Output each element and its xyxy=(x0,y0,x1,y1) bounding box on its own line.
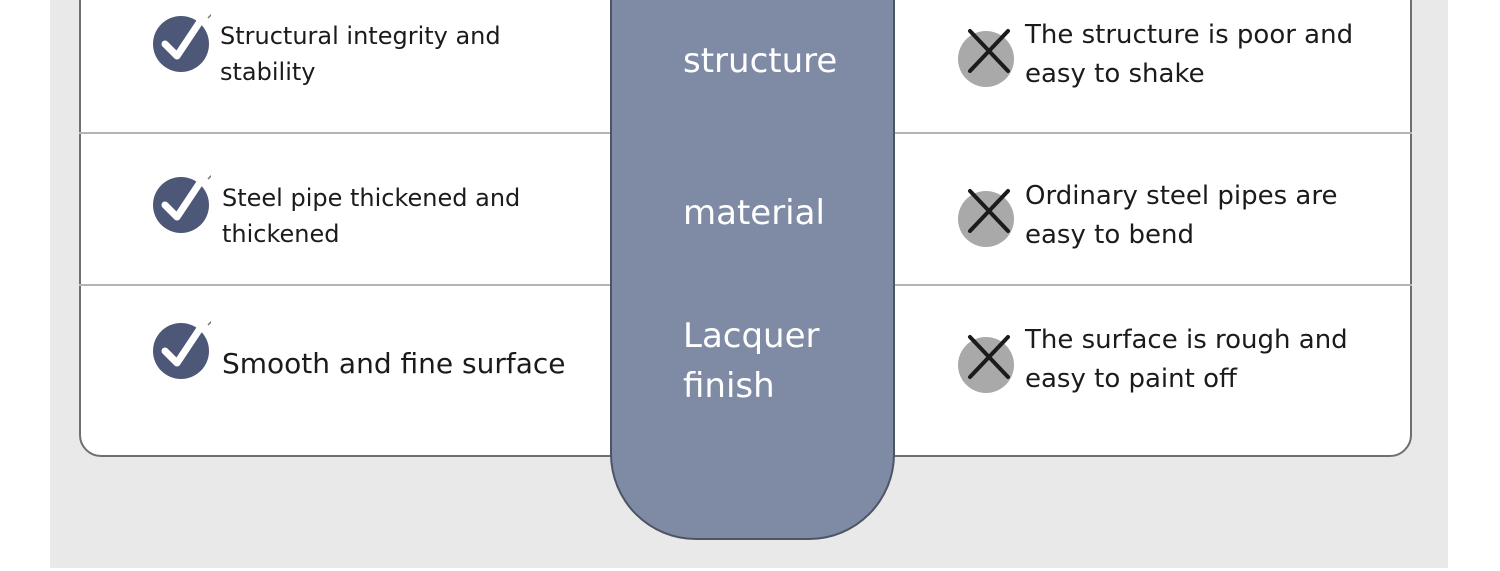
cross-icon xyxy=(958,29,1014,87)
pro-line: Steel pipe thickened and xyxy=(222,184,521,212)
cross-icon xyxy=(958,189,1014,247)
con-line: Ordinary steel pipes are xyxy=(1025,181,1338,211)
con-line: The structure is poor and xyxy=(1025,20,1354,50)
cross-icon xyxy=(958,335,1014,393)
pro-line: Smooth and fine surface xyxy=(222,347,566,380)
con-text: Ordinary steel pipes are easy to bend xyxy=(1025,177,1337,255)
pro-line: stability xyxy=(220,58,316,86)
pro-text: Smooth and fine surface xyxy=(222,346,566,382)
category-label: material xyxy=(683,193,825,233)
check-icon xyxy=(153,321,211,379)
category-column xyxy=(610,0,895,540)
con-text: The surface is rough and easy to paint o… xyxy=(1025,321,1348,399)
con-text: The structure is poor and easy to shake xyxy=(1025,16,1353,94)
pro-line: thickened xyxy=(222,220,340,248)
con-line: easy to shake xyxy=(1025,59,1205,89)
check-icon xyxy=(153,14,211,72)
con-line: The surface is rough and xyxy=(1025,325,1348,355)
pro-text: Steel pipe thickened and thickened xyxy=(222,180,520,252)
con-line: easy to paint off xyxy=(1025,364,1237,394)
con-line: easy to bend xyxy=(1025,220,1194,250)
pro-text: Structural integrity and stability xyxy=(220,18,501,90)
category-label: structure xyxy=(683,41,838,81)
category-label: Lacquer finish xyxy=(683,316,820,406)
pro-line: Structural integrity and xyxy=(220,22,501,50)
check-icon xyxy=(153,175,211,233)
